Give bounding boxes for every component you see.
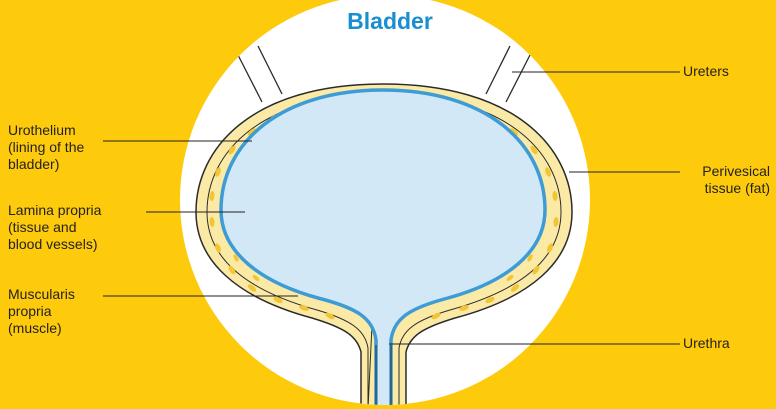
- label-urothelium: Urothelium (lining of the bladder): [8, 122, 84, 173]
- label-muscularis-propria: Muscularis propria (muscle): [8, 286, 75, 337]
- label-lamina-propria: Lamina propria (tissue and blood vessels…: [8, 202, 101, 253]
- diagram-title: Bladder: [330, 8, 450, 35]
- label-urethra: Urethra: [683, 335, 730, 352]
- label-perivesical: Perivesical tissue (fat): [676, 163, 770, 197]
- label-ureters: Ureters: [683, 63, 729, 80]
